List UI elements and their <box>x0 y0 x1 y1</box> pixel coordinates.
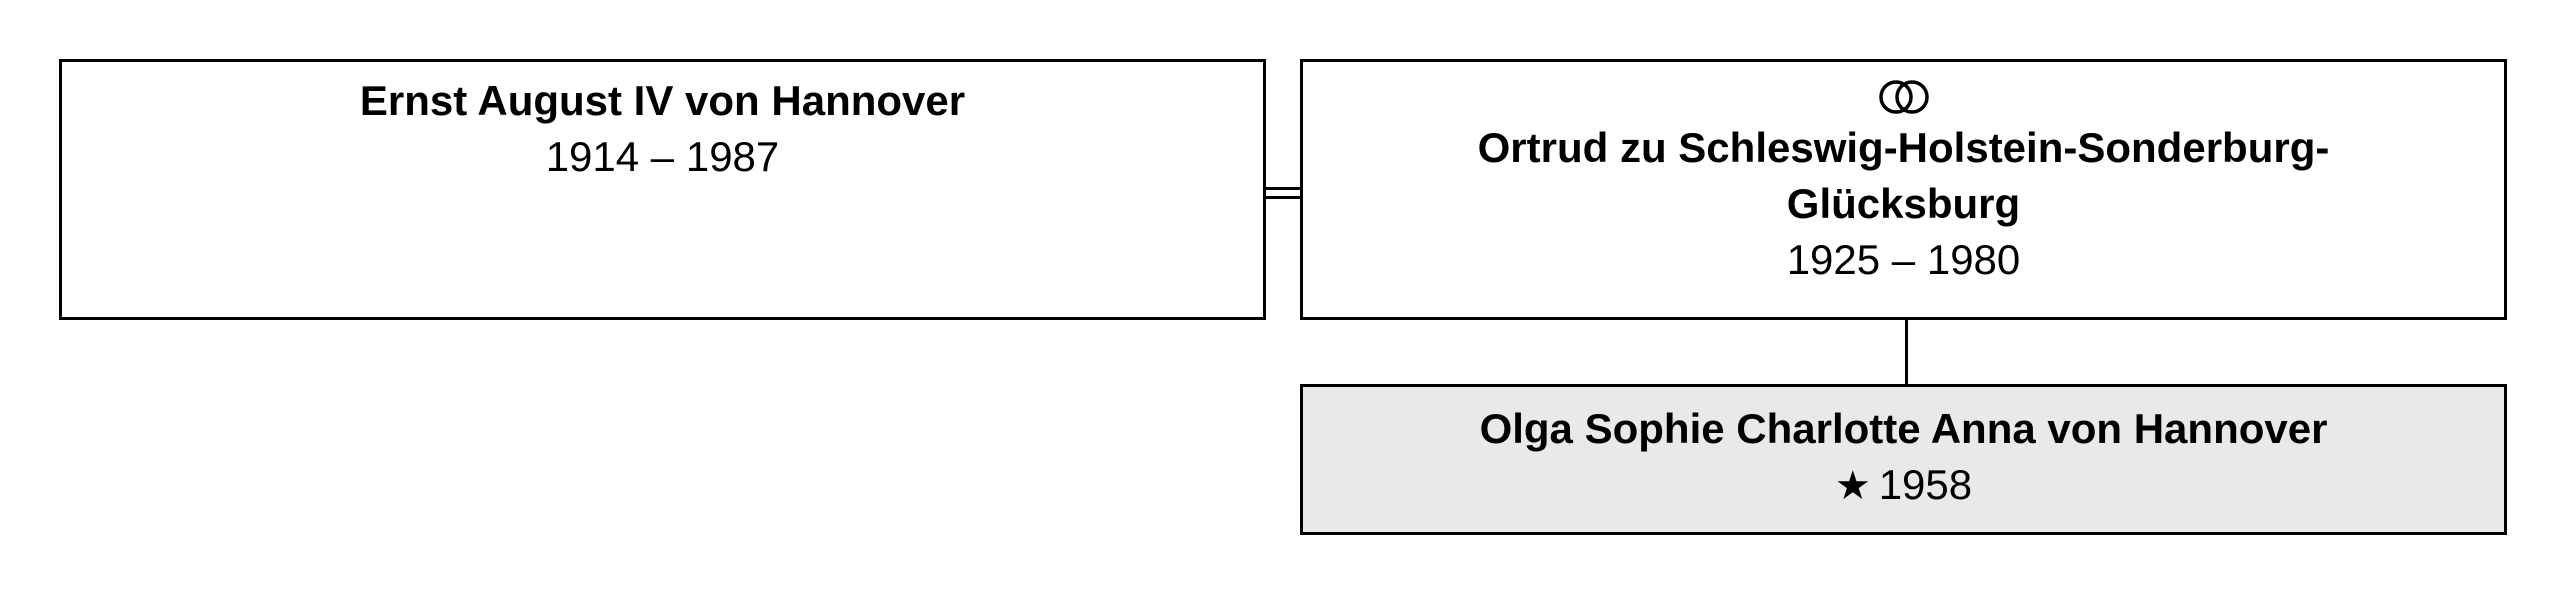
wedding-rings-icon <box>1878 80 1929 114</box>
person-box-father: Ernst August IV von Hannover 1914 – 1987 <box>59 59 1266 320</box>
marriage-connector-line <box>1266 187 1300 190</box>
person-box-mother: Ortrud zu Schleswig-Holstein-Sonderburg-… <box>1300 59 2507 320</box>
person-name: Olga Sophie Charlotte Anna von Hannover <box>1479 405 2328 452</box>
person-dates: ★1958 <box>1303 457 2504 514</box>
marriage-connector-line <box>1266 196 1300 199</box>
person-box-child: Olga Sophie Charlotte Anna von Hannover … <box>1300 384 2507 535</box>
person-dates: 1914 – 1987 <box>545 133 780 180</box>
descent-connector-line <box>1905 320 1908 384</box>
person-name: Ernst August IV von Hannover <box>359 77 966 124</box>
birth-star-icon: ★ <box>1834 464 1871 508</box>
person-name: Ortrud zu Schleswig-Holstein-Sonderburg-… <box>1477 124 2330 227</box>
birth-year: 1958 <box>1878 461 1973 508</box>
person-dates: 1925 – 1980 <box>1786 236 2021 283</box>
